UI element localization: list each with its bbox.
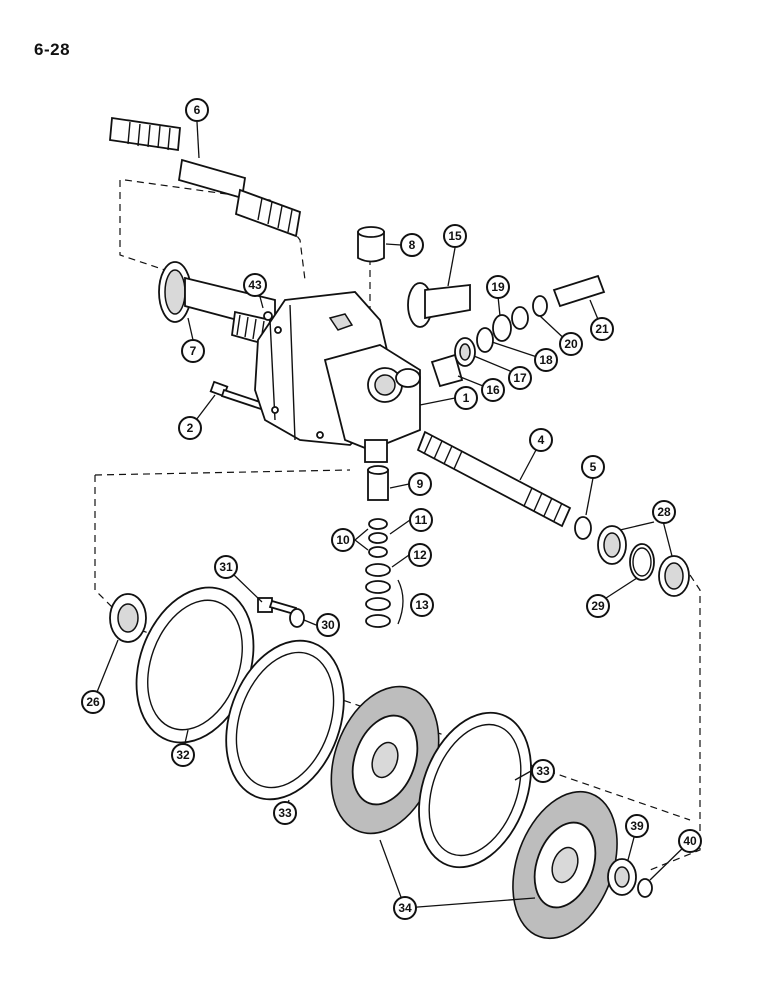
svg-text:33: 33 xyxy=(278,806,292,820)
callout-33b: 33 xyxy=(531,759,555,783)
shims-12-13 xyxy=(365,563,404,628)
callout-5: 5 xyxy=(581,455,605,479)
callout-13: 13 xyxy=(410,593,434,617)
svg-text:6: 6 xyxy=(194,103,201,117)
svg-text:17: 17 xyxy=(513,371,527,385)
page-number: 6-28 xyxy=(34,40,71,59)
callout-2: 2 xyxy=(178,416,202,440)
svg-text:28: 28 xyxy=(657,505,671,519)
svg-text:13: 13 xyxy=(415,598,429,612)
callout-17: 17 xyxy=(508,366,532,390)
svg-text:31: 31 xyxy=(219,560,233,574)
plug-8 xyxy=(357,226,385,263)
svg-text:20: 20 xyxy=(564,337,578,351)
svg-text:15: 15 xyxy=(448,229,462,243)
bearing-5 xyxy=(574,516,592,540)
svg-text:43: 43 xyxy=(248,278,262,292)
svg-text:19: 19 xyxy=(491,280,505,294)
pin-43 xyxy=(263,311,273,321)
svg-text:26: 26 xyxy=(86,695,100,709)
svg-text:40: 40 xyxy=(683,834,697,848)
svg-text:33: 33 xyxy=(536,764,550,778)
svg-text:2: 2 xyxy=(187,421,194,435)
plate-33b xyxy=(418,711,532,869)
svg-text:16: 16 xyxy=(486,383,500,397)
callout-6: 6 xyxy=(185,98,209,122)
shaft-6 xyxy=(109,116,302,238)
callout-29: 29 xyxy=(586,594,610,618)
hub-39 xyxy=(607,858,637,896)
callout-7: 7 xyxy=(181,339,205,363)
gear-26 xyxy=(109,593,147,643)
callout-19: 19 xyxy=(486,275,510,299)
ring-40 xyxy=(637,878,653,898)
callout-8: 8 xyxy=(400,233,424,257)
svg-text:30: 30 xyxy=(321,618,335,632)
ring-29 xyxy=(629,543,655,581)
callout-1: 1 xyxy=(454,386,478,410)
svg-text:34: 34 xyxy=(398,901,412,915)
callout-16: 16 xyxy=(481,378,505,402)
bearing-28a xyxy=(597,525,627,565)
callout-34: 34 xyxy=(393,896,417,920)
washer-18 xyxy=(476,327,494,353)
callout-21: 21 xyxy=(590,317,614,341)
callout-26: 26 xyxy=(81,690,105,714)
bushing-9 xyxy=(367,465,389,501)
shaft-21 xyxy=(552,274,606,308)
gear-shaft-7 xyxy=(158,261,276,347)
callout-10: 10 xyxy=(331,528,355,552)
plate-32 xyxy=(135,586,255,744)
svg-text:39: 39 xyxy=(630,819,644,833)
svg-text:8: 8 xyxy=(409,238,416,252)
svg-text:32: 32 xyxy=(176,748,190,762)
bolt-31 xyxy=(257,597,298,616)
svg-text:29: 29 xyxy=(591,599,605,613)
svg-text:1: 1 xyxy=(463,391,470,405)
svg-text:18: 18 xyxy=(539,353,553,367)
callout-15: 15 xyxy=(443,224,467,248)
callout-33a: 33 xyxy=(273,801,297,825)
plate-33a xyxy=(225,639,345,801)
callout-12: 12 xyxy=(408,543,432,567)
svg-text:11: 11 xyxy=(415,513,428,527)
callout-40: 40 xyxy=(678,829,702,853)
callout-4: 4 xyxy=(529,428,553,452)
pinion-15 xyxy=(407,282,471,328)
ring-20 xyxy=(511,295,548,330)
svg-text:7: 7 xyxy=(190,344,197,358)
callout-30: 30 xyxy=(316,613,340,637)
svg-text:5: 5 xyxy=(590,460,597,474)
bearing-17 xyxy=(454,337,476,367)
svg-text:9: 9 xyxy=(417,477,424,491)
callout-31: 31 xyxy=(214,555,238,579)
bearing-16 xyxy=(430,353,464,388)
housing-1 xyxy=(254,291,421,463)
callout-18: 18 xyxy=(534,348,558,372)
bearing-19 xyxy=(492,314,512,342)
shaft-4 xyxy=(416,430,572,528)
washers-10-11 xyxy=(368,518,388,558)
callout-43: 43 xyxy=(243,273,267,297)
callout-32: 32 xyxy=(171,743,195,767)
svg-text:21: 21 xyxy=(595,322,609,336)
svg-text:12: 12 xyxy=(413,548,427,562)
callout-28: 28 xyxy=(652,500,676,524)
svg-text:4: 4 xyxy=(538,433,545,447)
spacer-30 xyxy=(289,608,305,628)
svg-text:10: 10 xyxy=(336,533,350,547)
callout-9: 9 xyxy=(408,472,432,496)
bearing-28b xyxy=(658,555,690,597)
callout-11: 11 xyxy=(409,508,433,532)
friction-disc-34a xyxy=(330,685,440,835)
callout-39: 39 xyxy=(625,814,649,838)
callout-20: 20 xyxy=(559,332,583,356)
